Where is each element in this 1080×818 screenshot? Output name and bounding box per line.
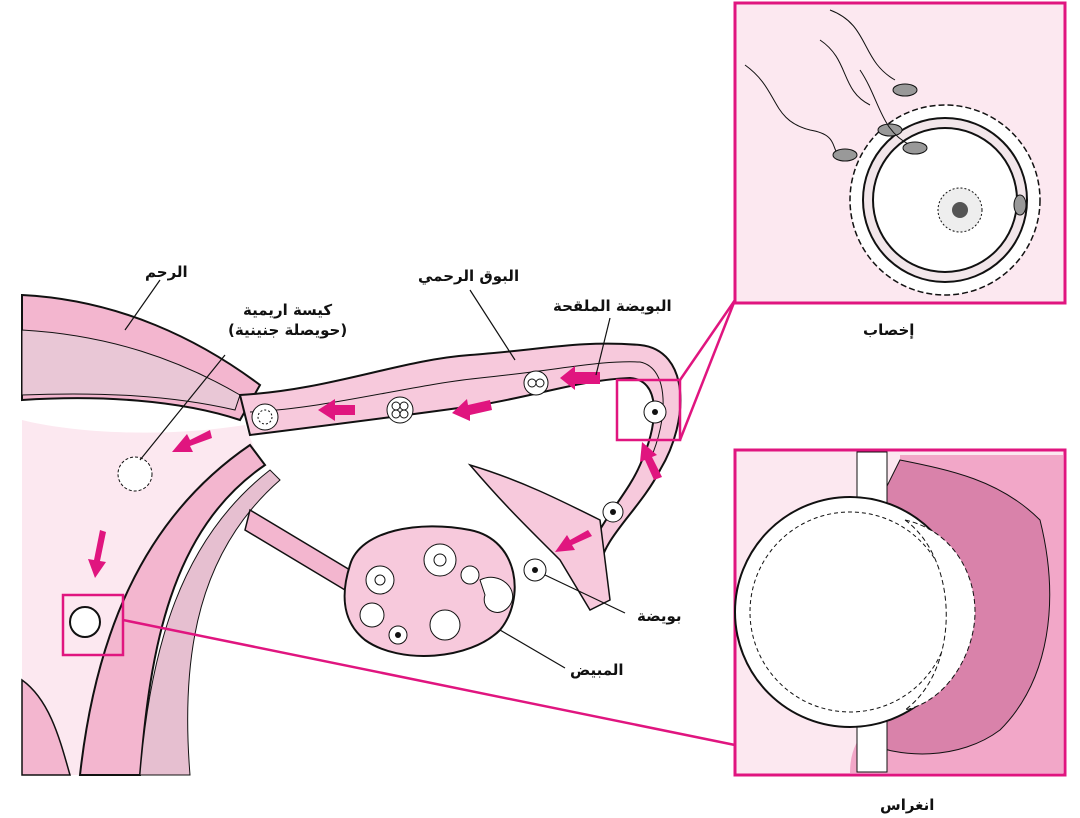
label-fertilization: إخصاب [863, 321, 915, 339]
magnifier-boxes [61, 299, 737, 747]
label-implantation: انغراس [880, 796, 935, 814]
label-fallopian-tube: البوق الرحمي [418, 267, 520, 285]
label-blastocyst-line1: كيسة اريمية [243, 301, 333, 319]
leader-lines [124, 279, 626, 669]
label-uterus: الرحم [145, 263, 188, 281]
label-egg: بويضة [637, 607, 682, 625]
implantation-inset [733, 448, 1067, 777]
label-blastocyst: كيسة اريمية (حويصلة جنينية) [228, 300, 347, 340]
fertilization-inset [733, 1, 1067, 305]
fallopian-tube [238, 342, 682, 611]
embryo-stages [69, 370, 667, 638]
label-blastocyst-line2: (حويصلة جنينية) [228, 321, 348, 339]
label-fertilized-egg: البويضة الملقحة [553, 297, 672, 315]
ovary [343, 525, 516, 657]
uterus-wall [21, 293, 281, 776]
movement-arrows [88, 366, 662, 578]
label-ovary: المبيض [570, 661, 624, 679]
